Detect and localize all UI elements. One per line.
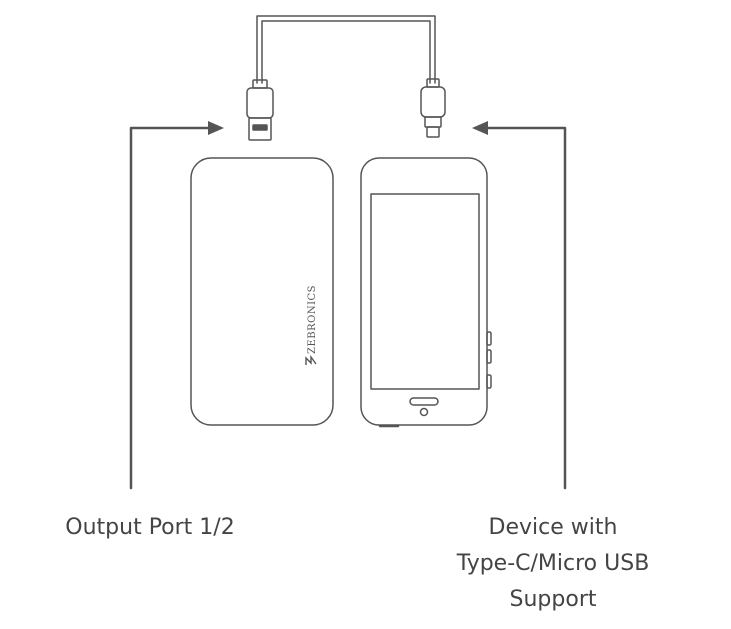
zebronics-logo-mark [305, 354, 317, 365]
phone-icon [360, 157, 492, 428]
device-label-line-2: Type-C/Micro USB [456, 551, 650, 576]
usb-a-plug-icon [246, 79, 274, 141]
device-pointer-line [482, 126, 567, 490]
output-arrowhead [208, 121, 224, 135]
device-support-label: Device with Type-C/Micro USB Support [420, 510, 686, 618]
phone-side-button-2 [486, 349, 492, 364]
phone-side-button-3 [486, 374, 492, 389]
micro-usb-plug-icon [420, 78, 446, 138]
power-bank-icon [190, 157, 334, 426]
output-port-label: Output Port 1/2 [40, 510, 260, 546]
phone-home-button [409, 397, 439, 406]
device-arrowhead [472, 121, 488, 135]
output-pointer-line [129, 126, 212, 490]
logo-text: ZEBRONICS [307, 285, 318, 354]
cable-inner [261, 20, 431, 84]
phone-mic-dot [419, 407, 429, 417]
phone-screen [370, 193, 480, 390]
phone-side-button-1 [486, 331, 492, 346]
device-label-line-3: Support [509, 587, 597, 612]
output-port-text: Output Port 1/2 [65, 515, 235, 540]
device-label-line-1: Device with [488, 515, 618, 540]
cable [256, 15, 436, 84]
zebronics-logo: ZEBRONICS [305, 285, 318, 365]
